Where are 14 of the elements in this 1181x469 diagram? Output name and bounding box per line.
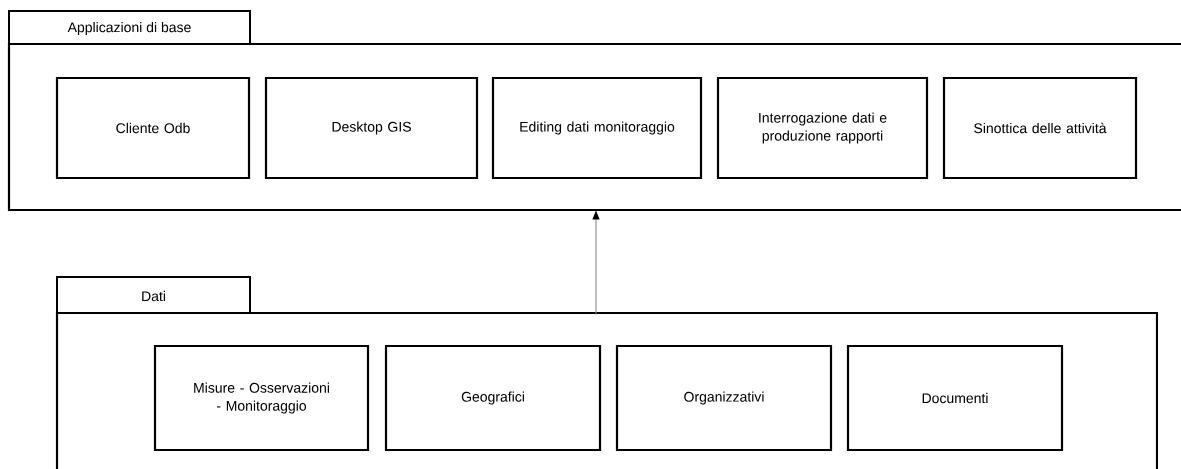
component-box: Interrogazione dati e produzione rapporti xyxy=(716,76,929,180)
component-box: Organizzativi xyxy=(615,344,833,452)
component-box: Cliente Odb xyxy=(55,76,251,180)
component-box: Editing dati monitoraggio xyxy=(491,76,703,180)
component-box: Sinottica delle attività xyxy=(942,76,1138,180)
package-tab: Dati xyxy=(56,276,251,314)
component-box: Documenti xyxy=(846,344,1064,452)
component-box: Desktop GIS xyxy=(264,76,479,180)
package-frame xyxy=(7,42,1181,212)
package-frame xyxy=(55,311,1159,469)
package-tab: Applicazioni di base xyxy=(8,10,251,45)
component-box: Geografici xyxy=(384,344,602,452)
component-box: Misure - Osservazioni - Monitoraggio xyxy=(153,344,370,452)
arrow xyxy=(592,211,600,315)
